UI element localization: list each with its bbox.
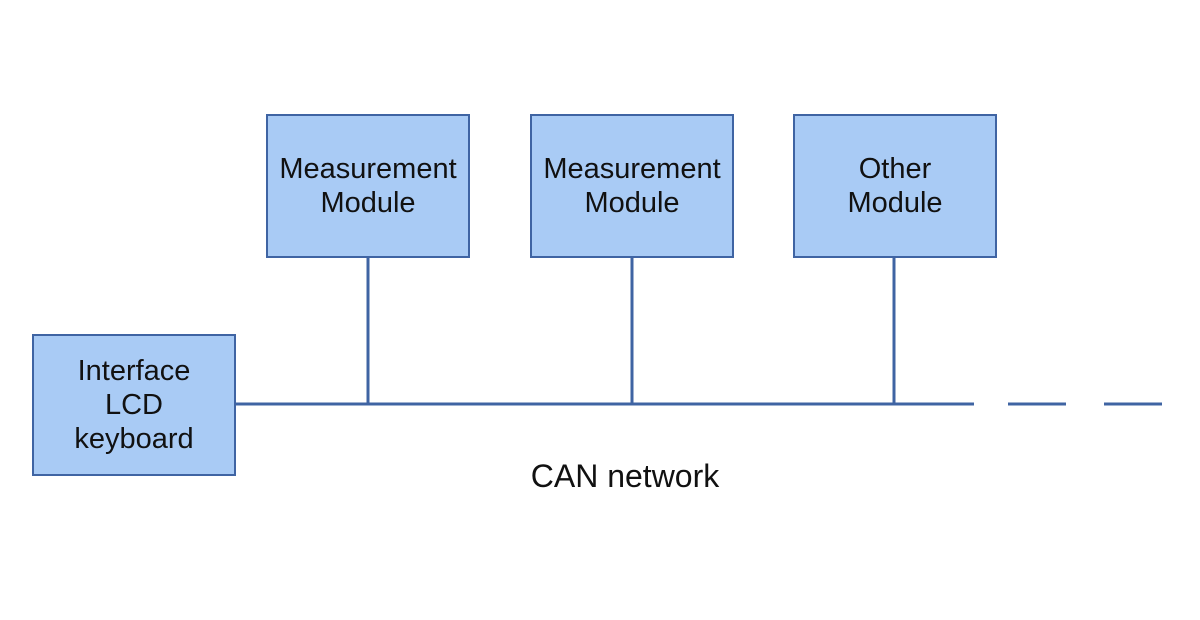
module-label-line1: Other: [858, 153, 932, 185]
other-module-box: Other Module: [793, 114, 997, 258]
measurement-module-box: Measurement Module: [266, 114, 470, 258]
interface-label-line3: keyboard: [74, 423, 194, 455]
module-label-line2: Module: [847, 187, 943, 219]
interface-label-line2: LCD: [104, 389, 163, 421]
interface-lcd-keyboard-box: Interface LCD keyboard: [32, 334, 236, 476]
module-label-line2: Module: [320, 187, 416, 219]
module-label-line1: Measurement: [543, 153, 721, 185]
module-label-line1: Measurement: [279, 153, 457, 185]
module-label-line2: Module: [584, 187, 680, 219]
interface-label-line1: Interface: [77, 355, 191, 387]
measurement-module-box: Measurement Module: [530, 114, 734, 258]
network-label: CAN network: [530, 458, 720, 494]
